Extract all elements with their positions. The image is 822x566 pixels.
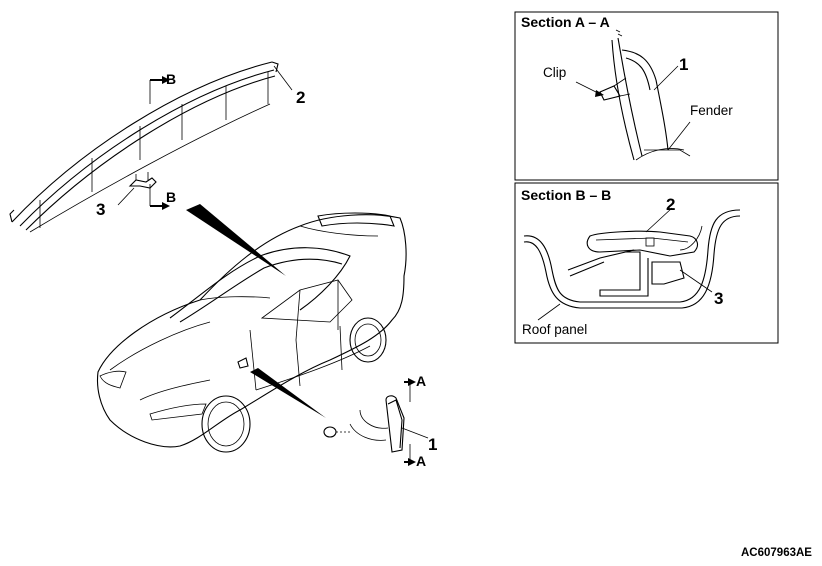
car-drawing xyxy=(96,212,407,453)
section-a-box xyxy=(514,11,779,181)
section-a-clip-label: Clip xyxy=(543,65,566,80)
label-section-b-arrow-top: B xyxy=(166,71,176,87)
section-b-title: Section B – B xyxy=(521,187,611,203)
label-part-1: 1 xyxy=(428,435,437,454)
section-a-fender-label: Fender xyxy=(690,103,733,118)
section-b-drawing xyxy=(523,207,741,321)
label-part-3: 3 xyxy=(96,200,105,219)
roof-moulding-drawing xyxy=(9,61,293,233)
section-a-drawing xyxy=(575,29,691,161)
section-b-part-2-label: 2 xyxy=(666,195,675,214)
label-part-2: 2 xyxy=(296,88,305,107)
label-section-a-arrow-top: A xyxy=(416,373,426,389)
pointer-wedge-fender xyxy=(250,368,326,418)
section-b-box xyxy=(514,182,779,344)
fender-garnish-part-drawing xyxy=(323,378,429,466)
label-section-a-arrow-bottom: A xyxy=(416,453,426,469)
figure-code: AC607963AE xyxy=(741,547,812,559)
section-b-part-3-label: 3 xyxy=(714,289,723,308)
label-section-b-arrow-bottom: B xyxy=(166,189,176,205)
section-b-roof-panel-label: Roof panel xyxy=(522,322,587,337)
pointer-wedge-roof xyxy=(186,204,286,276)
section-a-part-1-label: 1 xyxy=(679,55,688,74)
section-a-title: Section A – A xyxy=(521,14,610,30)
